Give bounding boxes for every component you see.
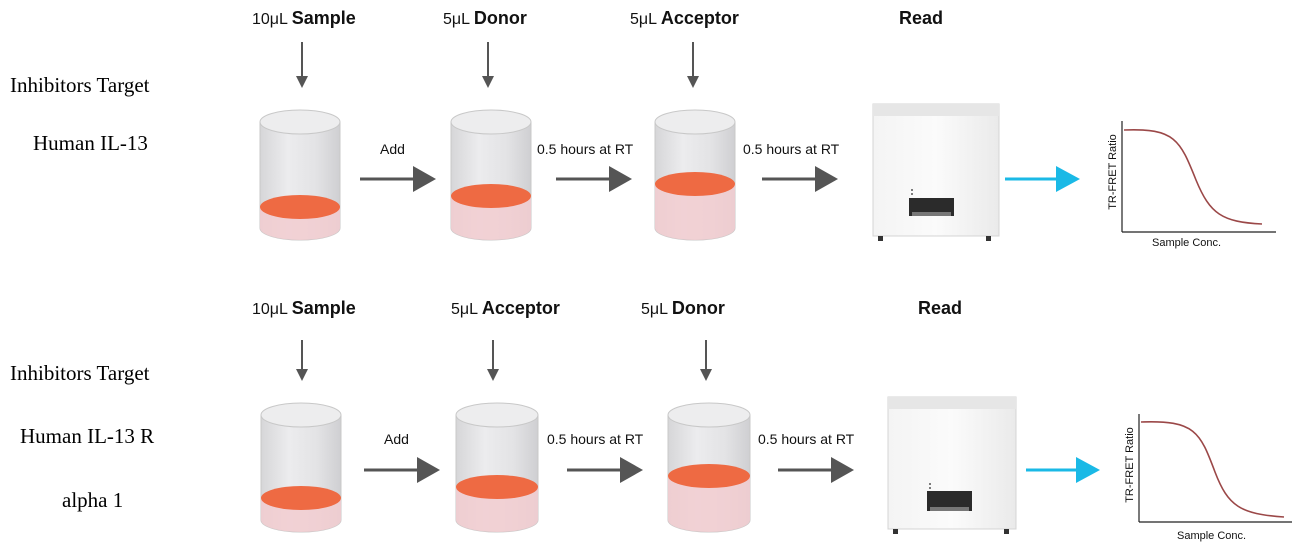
row2-down-arrow-2 xyxy=(487,340,499,381)
row1-read-label: Read xyxy=(899,8,944,28)
row2-cup-3 xyxy=(667,402,751,533)
row1-arrow1-label: Add xyxy=(380,141,405,157)
row1-cup-3 xyxy=(654,109,736,241)
row2-down-arrow-1 xyxy=(296,340,308,381)
row1-down-arrow-2 xyxy=(482,42,494,88)
row1-arrow2-label: 0.5 hours at RT xyxy=(537,141,634,157)
row1-step2-volume: 5μL xyxy=(443,11,470,28)
row1-result-arrow xyxy=(1005,166,1080,192)
row1-side-label-line2: Human IL-13 xyxy=(33,131,148,155)
row1-down-arrow-1 xyxy=(296,42,308,88)
row1-step1-reagent: Sample xyxy=(291,8,356,28)
row1-step1-volume: 10μL xyxy=(252,11,288,28)
row1-plate-reader-icon xyxy=(872,103,1000,241)
row1-step3-label: 5μL Acceptor xyxy=(630,8,739,29)
row2-cup-1 xyxy=(260,402,342,533)
row2-step3-label: 5μL Donor xyxy=(641,298,725,319)
row1-dose-response-plot xyxy=(1121,121,1276,233)
row2-step3-volume: 5μL xyxy=(641,301,668,318)
row2-process-arrow-2 xyxy=(567,457,643,483)
row2-step1-volume: 10μL xyxy=(252,301,288,318)
row2-plate-reader-icon xyxy=(887,396,1017,534)
row2-arrow3-label: 0.5 hours at RT xyxy=(758,431,855,447)
row1-step2-label: 5μL Donor xyxy=(443,8,527,29)
row2-plot-xlabel: Sample Conc. xyxy=(1177,530,1247,542)
row1-process-arrow-3 xyxy=(762,166,838,192)
row1-down-arrow-3 xyxy=(687,42,699,88)
row2-step1-reagent: Sample xyxy=(291,298,356,318)
row1-plot-curve xyxy=(1123,129,1263,225)
row1-process-arrows xyxy=(360,166,838,192)
row2-process-arrow-3 xyxy=(778,457,854,483)
row2-side-label-line1: Inhibitors Target xyxy=(10,361,150,385)
row1-down-arrows xyxy=(296,42,699,88)
row2-down-arrows xyxy=(296,340,712,381)
row2-process-arrow-1 xyxy=(364,457,440,483)
row1-plot-xlabel: Sample Conc. xyxy=(1152,237,1222,249)
row2-process-arrows xyxy=(364,457,854,483)
row2-dose-response-plot xyxy=(1138,414,1292,523)
row1-step3-volume: 5μL xyxy=(630,11,657,28)
row1-process-arrow-1 xyxy=(360,166,436,192)
row2-down-arrow-3 xyxy=(700,340,712,381)
row2-result-arrow xyxy=(1026,457,1100,483)
row1-step1-label: 10μL Sample xyxy=(252,8,356,29)
row2-side-label-line2: Human IL-13 R xyxy=(20,424,155,448)
row1-side-label-line1: Inhibitors Target xyxy=(10,73,150,97)
row2-arrow1-label: Add xyxy=(384,431,409,447)
row2-step1-label: 10μL Sample xyxy=(252,298,356,319)
row2-step3-reagent: Donor xyxy=(671,298,725,318)
row1-arrow3-label: 0.5 hours at RT xyxy=(743,141,840,157)
row1-step2-reagent: Donor xyxy=(473,8,527,28)
row2-side-label-line3: alpha 1 xyxy=(62,488,124,512)
row1-step3-reagent: Acceptor xyxy=(660,8,739,28)
row2-step2-label: 5μL Acceptor xyxy=(451,298,560,319)
row2-step2-reagent: Acceptor xyxy=(481,298,560,318)
row1-cup-2 xyxy=(450,109,532,241)
row2-step2-volume: 5μL xyxy=(451,301,478,318)
row2-arrow2-label: 0.5 hours at RT xyxy=(547,431,644,447)
row2-plot-curve xyxy=(1140,421,1285,518)
row1-cup-1 xyxy=(259,109,341,241)
row2-read-label: Read xyxy=(918,298,963,318)
row1-process-arrow-2 xyxy=(556,166,632,192)
row2-cup-2 xyxy=(455,402,539,533)
